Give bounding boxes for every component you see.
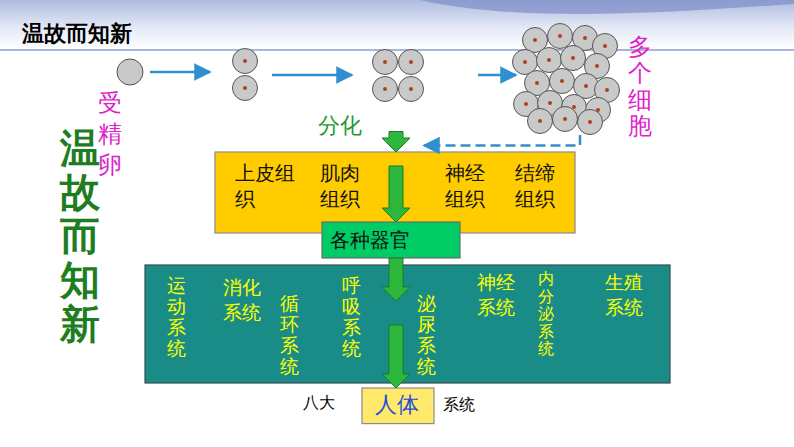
caption-word: 系统 <box>443 395 475 416</box>
cell-nucleus <box>383 60 387 64</box>
organ-box: 各种器官 <box>322 222 460 258</box>
node-outline <box>362 388 434 424</box>
cell <box>550 69 575 94</box>
tissue-box-text: 结缔组织 <box>515 160 559 212</box>
body-box-text: 人体 <box>375 391 419 420</box>
system-band: 运动系统 消化系统循环系统 呼吸系统 泌尿系统 神经系统 内分泌系统 生殖系统 <box>145 265 670 383</box>
cell-nucleus <box>560 79 564 83</box>
node-outline <box>117 59 143 85</box>
cell <box>399 77 424 102</box>
cell-nucleus <box>535 81 539 85</box>
tissue-box-text: 肌肉组织 <box>320 160 364 212</box>
cell-nucleus <box>538 119 542 123</box>
header-band <box>0 0 794 50</box>
cell <box>528 109 553 134</box>
cell <box>553 107 578 132</box>
side-heading: 温故而知新 <box>60 126 100 346</box>
cell-nucleus <box>548 101 552 105</box>
cell-nucleus <box>409 87 413 91</box>
box-fill <box>145 265 670 383</box>
system-band-text: 泌尿系统 <box>417 293 436 377</box>
cell-nucleus <box>571 56 575 60</box>
body-box: 人体 <box>362 388 434 424</box>
division-arrow <box>478 74 516 77</box>
cell-nucleus <box>547 58 551 62</box>
node-outline <box>145 265 670 383</box>
system-band-text: 内分泌系统 <box>538 270 554 358</box>
block-arrow <box>382 132 410 153</box>
zygote-cell: 受精卵 <box>117 59 143 85</box>
cell-nucleus <box>243 59 247 63</box>
cell-cluster: 多个细胞 <box>512 24 620 135</box>
system-band-text: 生殖系统 <box>605 270 647 319</box>
cell <box>373 77 398 102</box>
box-fill <box>215 152 575 233</box>
box-fill <box>322 222 460 258</box>
organ-box-text: 各种器官 <box>330 227 410 253</box>
cell-nucleus <box>572 105 576 109</box>
flow-arrow <box>382 258 410 301</box>
edge-label: 分化 <box>318 112 362 141</box>
caption-word: 八大 <box>303 393 335 414</box>
block-arrow <box>382 325 410 388</box>
cell-nucleus <box>588 120 592 124</box>
cell-outline <box>117 59 143 85</box>
cell-nucleus <box>533 38 537 42</box>
node-shapes <box>117 59 670 424</box>
cell <box>548 24 573 49</box>
cell-nucleus <box>558 34 562 38</box>
cell <box>399 50 424 75</box>
node-outline <box>322 222 460 258</box>
flow-arrow <box>382 132 580 153</box>
header-wave <box>420 0 794 14</box>
cell-nucleus <box>584 84 588 88</box>
cell-nucleus <box>595 64 599 68</box>
system-band-text: 消化系统 <box>223 275 265 324</box>
node-outline <box>215 152 575 233</box>
cell-nucleus <box>243 86 247 90</box>
cell-nucleus <box>603 44 607 48</box>
flow-arrow <box>382 325 410 388</box>
cell-cluster-text: 多个细胞 <box>628 34 652 140</box>
cell <box>118 60 143 85</box>
header-rule <box>0 49 794 51</box>
tissue-box-text: 上皮组织 <box>235 160 301 212</box>
cell-nucleus <box>383 87 387 91</box>
division-arrow <box>272 74 352 77</box>
system-band-text: 神经系统 <box>477 270 519 319</box>
block-arrow <box>382 258 410 301</box>
connector-line <box>424 135 580 146</box>
cell-nucleus <box>583 36 587 40</box>
system-band-text: 循环系统 <box>280 293 299 377</box>
flow-arrow <box>382 166 410 222</box>
system-band-text: 呼吸系统 <box>342 275 361 359</box>
cell-nucleus <box>524 102 528 106</box>
box-fill <box>362 388 434 424</box>
cell <box>233 49 258 74</box>
tissue-box-text: 神经组织 <box>445 160 489 212</box>
cell <box>578 110 603 135</box>
cell-illustration <box>118 24 620 135</box>
block-arrow <box>382 166 410 222</box>
cell <box>233 76 258 101</box>
cell-nucleus <box>409 60 413 64</box>
tissue-box: 上皮组织肌肉组织 神经组织结缔组织 <box>215 152 575 233</box>
zygote-cell-text: 受精卵 <box>98 88 143 182</box>
system-band-text: 运动系统 <box>167 275 186 359</box>
cell <box>373 50 398 75</box>
cell-nucleus <box>523 60 527 64</box>
division-arrow <box>150 71 210 74</box>
cell <box>561 46 586 71</box>
connectors <box>382 132 580 389</box>
cell-nucleus <box>563 117 567 121</box>
slide-title: 温故而知新 <box>22 20 132 49</box>
cell-nucleus <box>605 88 609 92</box>
